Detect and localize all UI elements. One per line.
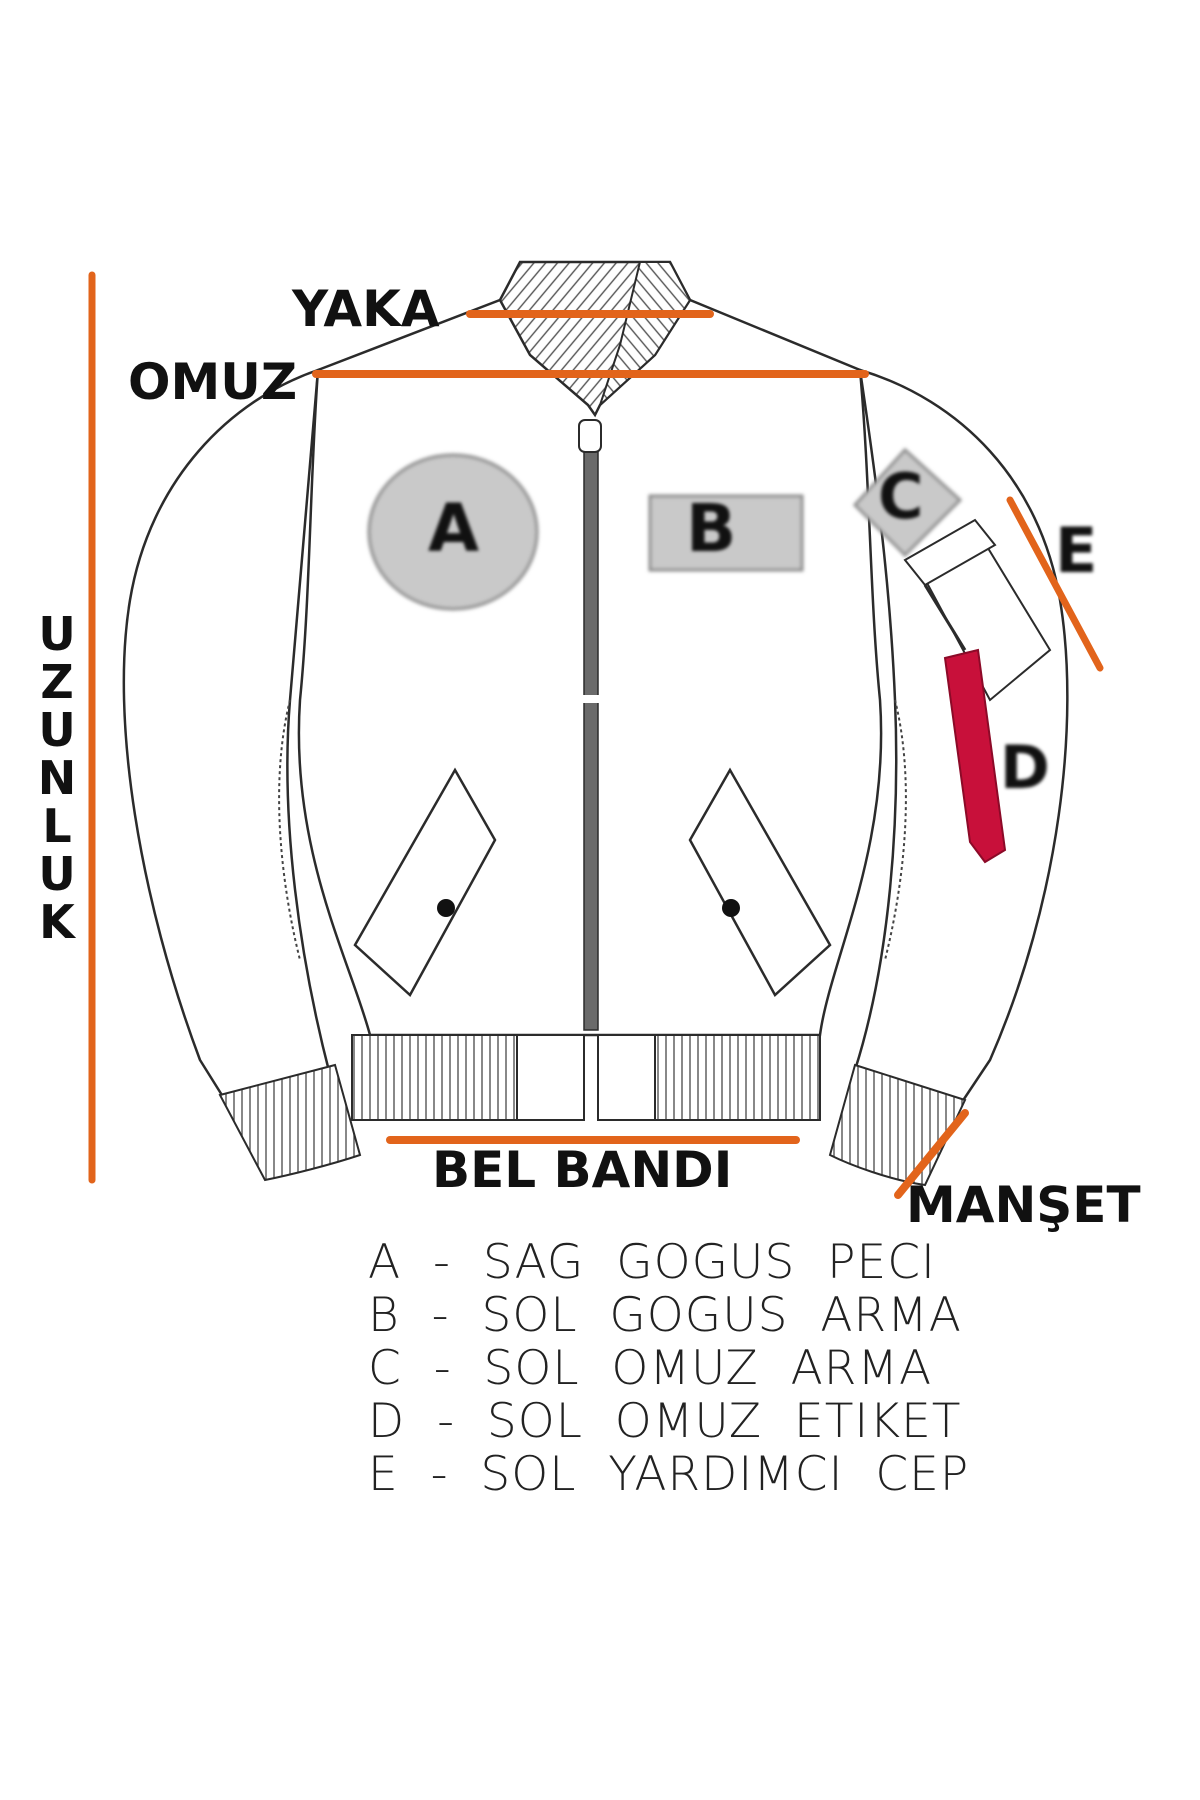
patch-letter-c: C — [878, 460, 924, 533]
zipper-pull — [578, 419, 602, 453]
right-pocket-snap — [722, 899, 740, 917]
legend-item-d: D - SOL OMUZ ETIKET — [368, 1394, 962, 1449]
left-cuff — [218, 1063, 362, 1182]
label-yaka: YAKA — [292, 280, 440, 338]
collar-right — [597, 261, 692, 409]
line-manset — [894, 1109, 969, 1199]
patch-b — [648, 494, 804, 572]
right-side-seam — [884, 699, 907, 961]
sleeve-pocket-flap — [903, 518, 997, 587]
label-uzunluk: UZUNLUK — [37, 607, 77, 949]
left-pocket — [353, 767, 497, 997]
tag-d — [943, 648, 1007, 864]
patch-c — [852, 447, 963, 558]
legend-item-c: C - SOL OMUZ ARMA — [368, 1341, 933, 1396]
left-sleeve — [122, 368, 332, 1102]
left-side-seam — [278, 699, 301, 961]
sleeve-pocket-zip — [923, 584, 967, 651]
waistband-right — [654, 1034, 821, 1121]
patch-letter-b: B — [686, 490, 737, 567]
patch-letter-d: D — [1000, 733, 1050, 803]
legend-item-a: A - SAG GOGUS PECI — [368, 1235, 936, 1290]
label-bel-bandi: BEL BANDI — [432, 1141, 733, 1199]
legend: A - SAG GOGUS PECI B - SOL GOGUS ARMA C … — [368, 1236, 969, 1501]
patch-letter-a: A — [428, 490, 480, 567]
legend-item-e: E - SOL YARDIMCI CEP — [368, 1447, 970, 1502]
zipper-gap — [570, 695, 612, 703]
legend-item-b: B - SOL GOGUS ARMA — [368, 1288, 962, 1343]
waistband-front-left — [516, 1034, 585, 1121]
line-e — [1006, 496, 1104, 672]
left-pocket-snap — [437, 899, 455, 917]
patch-a — [367, 453, 539, 611]
patch-letter-e: E — [1055, 514, 1098, 587]
waistband-left — [351, 1034, 518, 1121]
zipper — [583, 424, 599, 1031]
waistband-front-right — [597, 1034, 656, 1121]
label-manset: MANŞET — [906, 1176, 1141, 1234]
label-omuz: OMUZ — [128, 353, 298, 411]
right-pocket — [688, 767, 832, 997]
